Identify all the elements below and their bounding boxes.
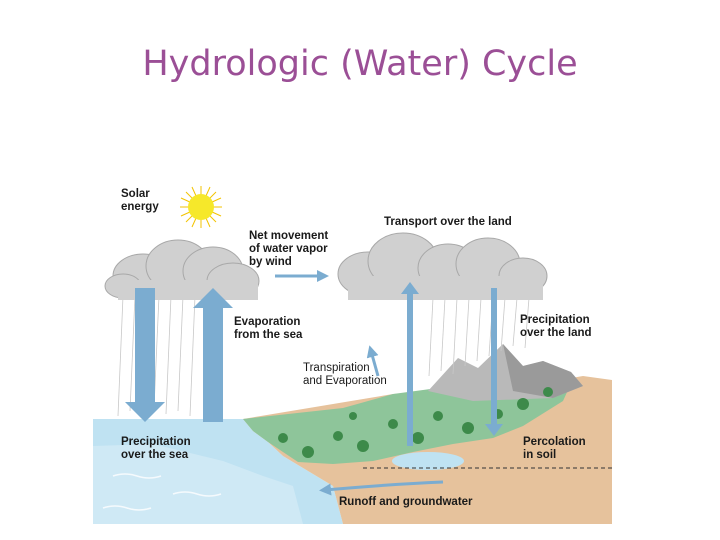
mountains-shade xyxy=(503,344,583,398)
label-solar-energy: Solar energy xyxy=(121,188,159,214)
label-percolation: Percolation in soil xyxy=(523,436,586,462)
label-precipitation-sea: Precipitation over the sea xyxy=(121,436,191,462)
slide-title: Hydrologic (Water) Cycle xyxy=(0,44,720,84)
label-transpiration: Transpiration and Evaporation xyxy=(303,362,387,388)
water-cycle-diagram: Solar energy Net movement of water vapor… xyxy=(93,176,612,524)
label-precipitation-land: Precipitation over the land xyxy=(520,314,592,340)
precipitation-sea-arrow xyxy=(125,288,165,422)
label-net-movement: Net movement of water vapor by wind xyxy=(249,230,328,269)
rain-sea xyxy=(118,296,195,416)
cloud-sea xyxy=(105,240,259,300)
label-runoff-groundwater: Runoff and groundwater xyxy=(339,496,473,509)
label-evaporation-sea: Evaporation from the sea xyxy=(234,316,302,342)
cloud-land xyxy=(338,233,547,300)
label-transport-over-land: Transport over the land xyxy=(384,216,512,229)
sun-icon xyxy=(180,186,222,228)
evaporation-sea-arrow xyxy=(193,288,233,422)
water-cycle-illustration xyxy=(93,176,612,524)
lake xyxy=(392,452,464,470)
